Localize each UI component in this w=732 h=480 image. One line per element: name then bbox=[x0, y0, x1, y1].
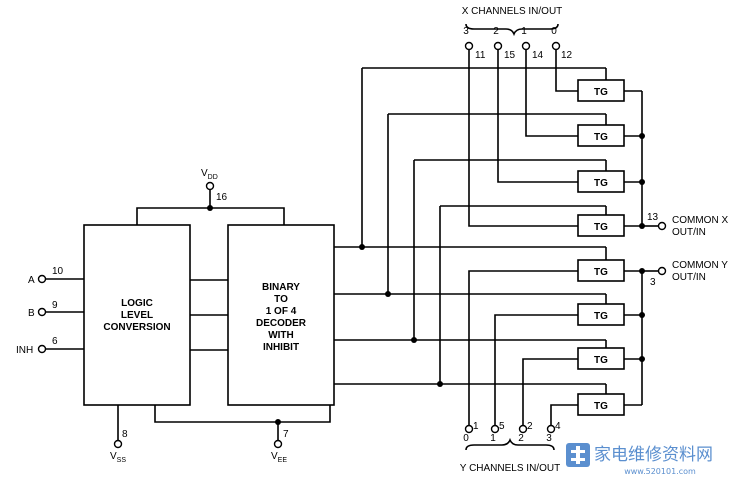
x-channel-0-pin: 12 bbox=[561, 50, 573, 61]
y-channel-3-pin: 4 bbox=[555, 421, 561, 432]
vss-pin: 8 bbox=[122, 429, 128, 440]
tg-labels: TG TG TG TG TG TG TG TG bbox=[594, 87, 608, 412]
common-y-label-line1: COMMON Y bbox=[672, 260, 728, 271]
logic-block-line1: LOGIC bbox=[121, 298, 153, 309]
y-channel-0-pin: 1 bbox=[473, 421, 479, 432]
y-channel-0-num: 0 bbox=[463, 433, 469, 444]
x-channel-2-num: 2 bbox=[493, 26, 499, 37]
logic-block-line3: CONVERSION bbox=[103, 322, 170, 333]
wiring bbox=[46, 23, 658, 451]
y-channel-2-num: 2 bbox=[518, 433, 524, 444]
vee-label: VEE bbox=[271, 451, 287, 464]
svg-text:TG: TG bbox=[594, 267, 608, 278]
x-channels-brace bbox=[465, 23, 559, 37]
common-y-label-line2: OUT/IN bbox=[672, 272, 706, 283]
y-channel-1-num: 1 bbox=[490, 433, 496, 444]
vee-pin: 7 bbox=[283, 429, 289, 440]
common-x-terminal bbox=[657, 221, 667, 231]
decoder-block-line5: WITH bbox=[268, 330, 294, 341]
input-a-pin: 10 bbox=[52, 266, 64, 277]
x-channel-3-num: 3 bbox=[463, 26, 469, 37]
y-channel-3-num: 3 bbox=[546, 433, 552, 444]
x-channel-2-pin: 15 bbox=[504, 50, 516, 61]
input-a-label: A bbox=[28, 275, 35, 286]
decoder-block-line1: BINARY bbox=[262, 282, 300, 293]
svg-text:TG: TG bbox=[594, 87, 608, 98]
x-channel-0-num: 0 bbox=[551, 26, 557, 37]
vss-label: VSS bbox=[110, 451, 126, 464]
terminals bbox=[37, 41, 667, 449]
vdd-pin: 16 bbox=[216, 192, 228, 203]
vdd-label: VDD bbox=[201, 168, 218, 181]
watermark: 家电维修资料网 www.520101.com bbox=[566, 443, 713, 476]
common-x-label-line1: COMMON X bbox=[672, 215, 728, 226]
vee-terminal bbox=[273, 439, 283, 449]
vss-terminal bbox=[113, 439, 123, 449]
decoder-block-line6: INHIBIT bbox=[263, 342, 299, 353]
x-channel-1-num: 1 bbox=[521, 26, 527, 37]
svg-text:TG: TG bbox=[594, 132, 608, 143]
x-channel-3-pin: 11 bbox=[475, 50, 486, 61]
x-channels-label: X CHANNELS IN/OUT bbox=[462, 6, 563, 17]
svg-text:TG: TG bbox=[594, 355, 608, 366]
common-y-pin: 3 bbox=[650, 277, 656, 288]
decoder-block-line3: 1 OF 4 bbox=[266, 306, 297, 317]
logic-block-line2: LEVEL bbox=[121, 310, 153, 321]
input-inh-terminal bbox=[37, 344, 47, 354]
decoder-block-line4: DECODER bbox=[256, 318, 307, 329]
x-channel-1-pin: 14 bbox=[532, 50, 544, 61]
input-b-terminal bbox=[37, 307, 47, 317]
input-inh-label: INH bbox=[16, 345, 33, 356]
common-y-terminal bbox=[657, 266, 667, 276]
watermark-logo-icon bbox=[566, 443, 590, 467]
input-b-pin: 9 bbox=[52, 300, 58, 311]
y-channels-brace bbox=[465, 437, 555, 451]
y-channel-1-pin: 5 bbox=[499, 421, 505, 432]
common-x-label-line2: OUT/IN bbox=[672, 227, 706, 238]
input-a-terminal bbox=[37, 274, 47, 284]
input-b-label: B bbox=[28, 308, 35, 319]
input-inh-pin: 6 bbox=[52, 336, 58, 347]
vdd-terminal bbox=[205, 181, 215, 191]
svg-text:TG: TG bbox=[594, 401, 608, 412]
watermark-text: 家电维修资料网 bbox=[594, 445, 713, 465]
y-channels-label: Y CHANNELS IN/OUT bbox=[460, 463, 560, 474]
decoder-block-line2: TO bbox=[274, 294, 288, 305]
watermark-url: www.520101.com bbox=[624, 467, 696, 476]
svg-text:TG: TG bbox=[594, 222, 608, 233]
svg-text:TG: TG bbox=[594, 178, 608, 189]
svg-text:TG: TG bbox=[594, 311, 608, 322]
junction-dots bbox=[207, 133, 645, 425]
y-channel-2-pin: 2 bbox=[527, 421, 533, 432]
common-x-pin: 13 bbox=[647, 212, 659, 223]
